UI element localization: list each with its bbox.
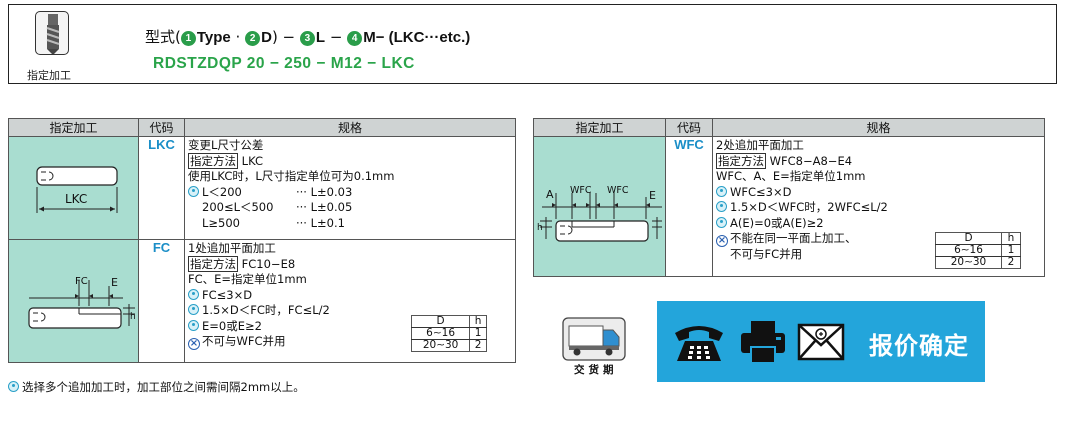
col-header-spec: 规格 xyxy=(712,118,1045,137)
prohibited-icon: × xyxy=(188,338,200,350)
spec-table-right: 指定加工 代码 规格 xyxy=(533,118,1045,277)
tip-icon xyxy=(716,201,727,212)
lkc-spec: 变更L尺寸公差 指定方法 LKC 使用LKC时，L尺寸指定单位可为0.1mm L… xyxy=(184,136,516,240)
tip-icon xyxy=(188,304,199,315)
quote-label: 报价确定 xyxy=(869,332,969,360)
tip-icon xyxy=(8,381,19,392)
fc-figure-label-fc: FC xyxy=(75,276,88,287)
col-header-processing: 指定加工 xyxy=(8,118,139,137)
wfc-figure-label-wfc1: WFC xyxy=(570,185,592,196)
model-code-example: RDSTZDQP 20 − 250 − M12 − LKC xyxy=(153,55,415,72)
wfc-spec: 2处追加平面加工 指定方法 WFC8−A8−E4 WFC、A、E=指定单位1mm… xyxy=(712,136,1045,277)
delivery-time-label: 交货期 xyxy=(574,364,618,376)
wfc-figure-label-wfc2: WFC xyxy=(607,185,629,196)
drill-caption: 指定加工 xyxy=(27,69,71,82)
spec-table-left: 指定加工 代码 规格 LKC LKC 变更L尺寸公差 指定方法 LKC 使用LK… xyxy=(8,118,516,363)
fc-code: FC xyxy=(138,239,185,363)
quote-bar[interactable]: 报价确定 xyxy=(657,301,985,382)
col-header-processing: 指定加工 xyxy=(533,118,666,137)
lkc-figure: LKC xyxy=(8,136,139,240)
wfc-figure-label-e: E xyxy=(649,189,656,202)
footnote: 选择多个追加加工时，加工部位之间需间隔2mm以上。 xyxy=(8,379,305,395)
tip-icon xyxy=(188,185,199,197)
prohibited-icon: × xyxy=(716,235,728,247)
printer-icon xyxy=(741,321,785,364)
col-header-code: 代码 xyxy=(138,118,185,137)
lkc-figure-label: LKC xyxy=(65,192,88,206)
lkc-code: LKC xyxy=(138,136,185,240)
col-header-code: 代码 xyxy=(665,118,713,137)
drill-icon xyxy=(35,11,69,55)
fc-figure: FC E h xyxy=(8,239,139,363)
wfc-figure: A WFC WFC E h xyxy=(533,136,666,277)
wfc-figure-label-h: h xyxy=(537,223,543,233)
tip-icon xyxy=(188,319,199,331)
col-header-spec: 规格 xyxy=(184,118,516,137)
wfc-figure-label-a: A xyxy=(546,188,554,201)
fc-spec: 1处追加平面加工 指定方法 FC10−E8 FC、E=指定单位1mm FC≤3×… xyxy=(184,239,516,363)
delivery-time-button[interactable] xyxy=(555,316,633,378)
telephone-icon xyxy=(675,326,723,361)
tip-icon xyxy=(716,185,727,197)
wfc-code: WFC xyxy=(665,136,713,277)
tip-icon xyxy=(188,288,199,300)
truck-icon xyxy=(562,317,626,361)
fc-figure-label-e: E xyxy=(111,276,118,289)
fc-figure-label-h: h xyxy=(130,312,136,322)
tip-icon xyxy=(716,216,727,228)
email-icon xyxy=(797,323,845,361)
